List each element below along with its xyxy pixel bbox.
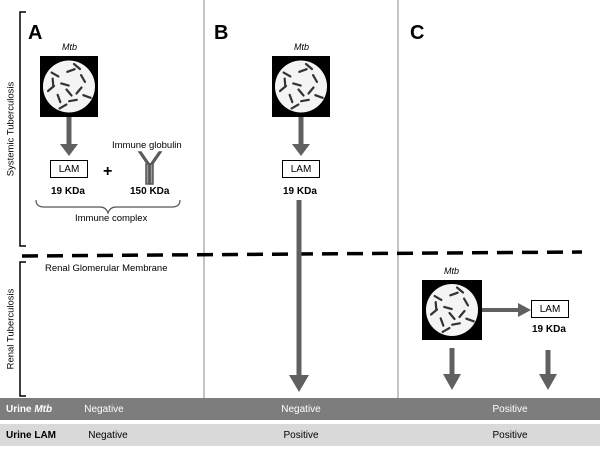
- systemic-bracket: [19, 11, 26, 247]
- mtb-cell-c: [422, 280, 482, 340]
- urine-mtb-label-em: Mtb: [34, 403, 53, 415]
- renal-bracket: [19, 261, 26, 397]
- panel-b-mtb-label: Mtb: [294, 42, 310, 52]
- urine-lam-cell-b: Positive: [283, 429, 319, 441]
- arrow-c-left-down: [443, 348, 461, 390]
- glomerular-membrane-line: [21, 250, 583, 258]
- urine-mtb-row: Urine Mtb Negative Negative Positive: [0, 398, 600, 420]
- immune-complex-label: Immune complex: [75, 213, 148, 224]
- urine-lam-row-label: Urine LAM: [6, 429, 56, 441]
- systemic-tuberculosis-label: Systemic Tuberculosis: [5, 81, 17, 177]
- urine-lam-cell-a: Negative: [88, 429, 128, 441]
- urine-lam-row: Urine LAM Negative Positive Positive: [0, 424, 600, 446]
- urine-mtb-row-label: Urine Mtb: [6, 404, 52, 415]
- panel-b-lam-box: LAM: [282, 160, 320, 178]
- arrow-b-down: [292, 117, 310, 156]
- mtb-cell-a: [40, 56, 98, 117]
- panel-c-lam-mass: 19 KDa: [532, 324, 566, 335]
- arrow-b-long: [289, 200, 309, 392]
- panel-a-mtb-label: Mtb: [62, 42, 78, 52]
- arrow-c-right: [482, 303, 531, 317]
- urine-mtb-label-prefix: Urine: [6, 403, 35, 415]
- panel-b-lam-mass: 19 KDa: [283, 186, 317, 197]
- antibody-mass: 150 KDa: [130, 186, 170, 197]
- arrow-a-down: [60, 117, 78, 156]
- plus-sign: +: [103, 163, 113, 180]
- panel-a-letter: A: [28, 22, 43, 44]
- panel-c-letter: C: [410, 22, 425, 44]
- arrow-c-right-down: [539, 350, 557, 390]
- urine-mtb-cell-c: Positive: [492, 403, 528, 415]
- urine-mtb-cell-a: Negative: [84, 403, 124, 415]
- panel-b-letter: B: [214, 22, 229, 44]
- urine-mtb-cell-b: Negative: [281, 403, 321, 415]
- panel-a-lam-box: LAM: [50, 160, 88, 178]
- panel-a-lam-mass: 19 KDa: [51, 186, 85, 197]
- antibody-icon: [137, 151, 163, 185]
- panel-c-mtb-label: Mtb: [444, 266, 460, 276]
- panel-c-lam-box: LAM: [531, 300, 569, 318]
- immune-complex-bracket: [35, 199, 181, 215]
- immune-globulin-label: Immune globulin: [112, 140, 182, 151]
- membrane-label: Renal Glomerular Membrane: [45, 263, 168, 274]
- renal-tuberculosis-label: Renal Tuberculosis: [5, 288, 17, 370]
- urine-lam-cell-c: Positive: [492, 429, 528, 441]
- mtb-cell-b: [272, 56, 330, 117]
